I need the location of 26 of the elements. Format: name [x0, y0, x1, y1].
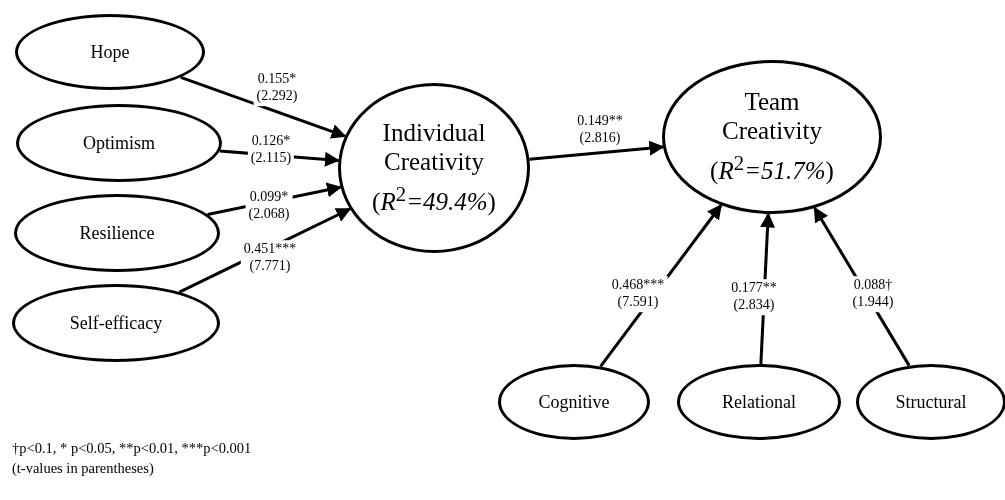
node-label: Relational: [722, 391, 796, 413]
node-label: Individual Creativity: [381, 119, 487, 177]
ellipse-node: [15, 14, 205, 90]
arrow: [180, 75, 347, 139]
ellipse-node: [14, 194, 220, 272]
node-label: (R$^{2}$=51.7%): [709, 151, 835, 186]
node-label: Resilience: [79, 222, 155, 244]
ellipse-node: [12, 284, 220, 362]
node-label: Structural: [895, 391, 967, 413]
node-label: Optimism: [83, 132, 155, 154]
edge-label: 0.126* (2.115): [247, 132, 295, 168]
footnote: (t-values in parentheses): [12, 460, 154, 477]
node-label: Team Creativity: [721, 88, 823, 146]
ellipse-node: [662, 60, 882, 214]
ellipse-node: [338, 83, 530, 253]
ellipse-node: [16, 104, 222, 182]
node-label: Cognitive: [538, 391, 610, 413]
arrow: [529, 140, 665, 161]
node-label: Self-efficacy: [69, 312, 163, 334]
node-label: Hope: [90, 41, 130, 63]
node-label: (R$^{2}$=49.4%): [371, 182, 497, 217]
ellipse-node: [856, 364, 1005, 440]
ellipse-node: [677, 364, 841, 440]
footnote: †p<0.1, * p<0.05, **p<0.01, ***p<0.001: [12, 440, 252, 457]
edge-label: 0.099* (2.068): [245, 188, 293, 224]
ellipse-node: [498, 364, 650, 440]
